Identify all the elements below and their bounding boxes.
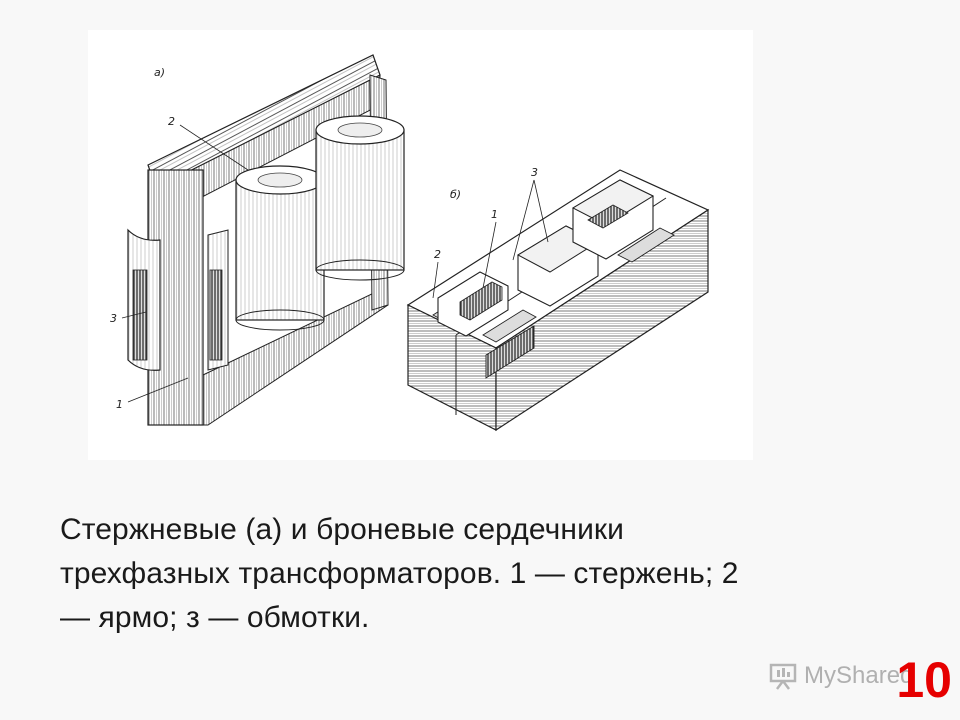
caption-line-2: трехфазных трансформаторов. 1 — стержень… <box>60 557 739 590</box>
core-type-a <box>121 54 405 426</box>
winding-b-1 <box>437 271 509 337</box>
figure-caption: Стержневые (а) и броневые сердечники тре… <box>60 508 920 640</box>
winding-middle <box>235 165 325 331</box>
label-b: б) <box>450 188 461 201</box>
winding-right <box>315 115 405 281</box>
caption-line-1: Стержневые (а) и броневые сердечники <box>60 513 625 546</box>
winding-left <box>127 228 229 371</box>
callout-a-yoke: 2 <box>168 115 175 128</box>
caption-line-3: — ярмо; з — обмотки. <box>60 601 370 634</box>
slide-number: 10 <box>896 652 952 708</box>
core-type-b <box>406 169 710 432</box>
callout-b-rod: 1 <box>491 208 498 221</box>
label-a: а) <box>154 66 165 79</box>
presentation-board-icon <box>768 661 798 691</box>
callout-a-rod: 1 <box>116 398 123 411</box>
transformer-drawing: а) 2 3 1 <box>110 54 710 432</box>
callout-b-winding: 3 <box>531 166 538 179</box>
callout-a-winding: 3 <box>110 312 117 325</box>
callout-b-yoke: 2 <box>434 248 441 261</box>
winding-b-3 <box>571 179 655 260</box>
transformer-figure: а) 2 3 1 <box>88 30 753 460</box>
watermark: MyShared <box>768 656 913 696</box>
watermark-text: MyShared <box>804 662 914 689</box>
